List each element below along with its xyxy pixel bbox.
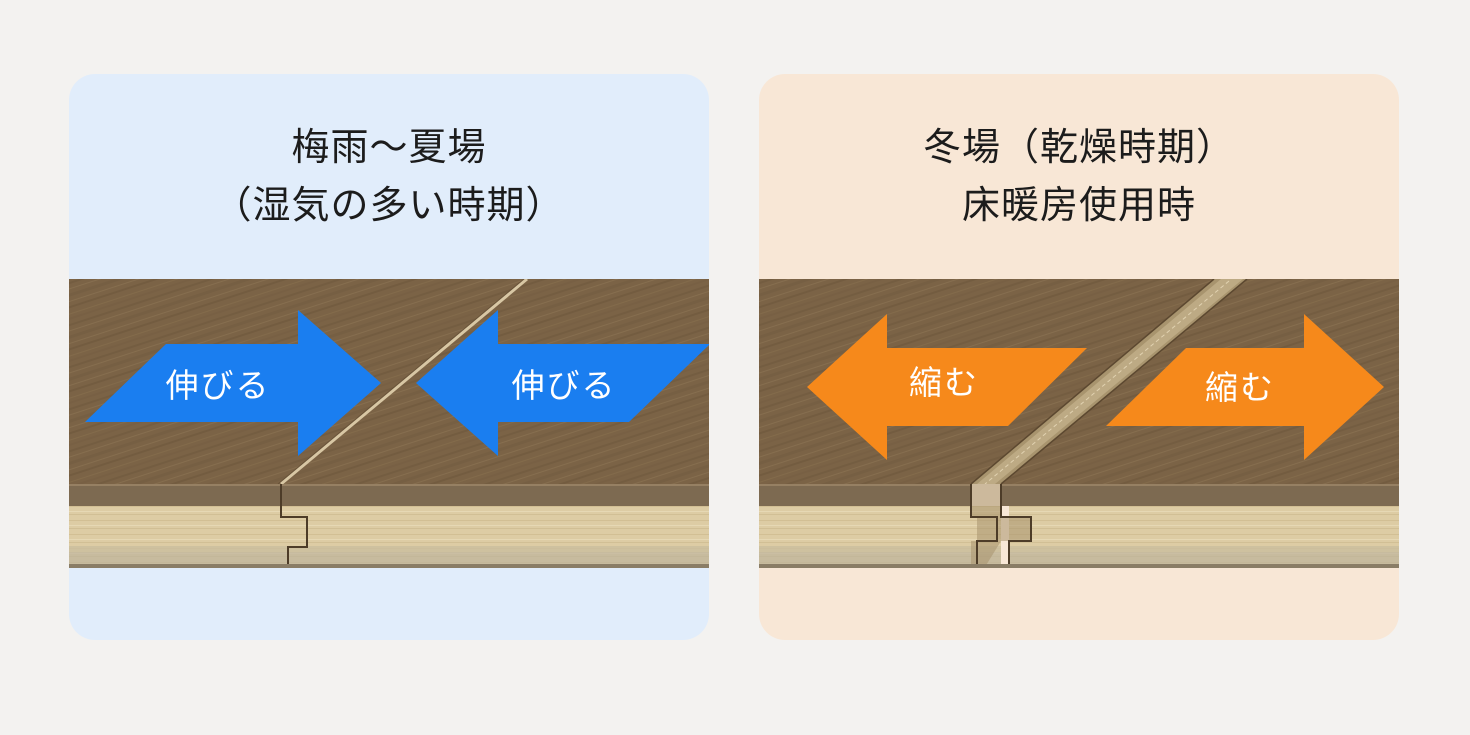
shrink-arrow-icon <box>807 314 1087 460</box>
dry-season-title: 冬場（乾燥時期） 床暖房使用時 <box>759 118 1399 234</box>
arrow-right-label: 縮む <box>1205 368 1275 407</box>
title-line-2: （湿気の多い時期） <box>213 183 565 227</box>
tongue-groove-joint <box>280 484 308 567</box>
board-seam <box>280 279 528 486</box>
shrink-arrow-icon <box>1106 314 1384 460</box>
humid-season-panel: 梅雨〜夏場 （湿気の多い時期） 伸びる 伸びる <box>69 74 709 640</box>
expand-arrow-icon <box>85 310 381 456</box>
title-line-2: 床暖房使用時 <box>961 183 1196 227</box>
arrow-left-label: 縮む <box>909 363 979 402</box>
humid-season-title: 梅雨〜夏場 （湿気の多い時期） <box>69 118 709 234</box>
left-joint-profile <box>970 484 998 567</box>
dry-season-panel: 冬場（乾燥時期） 床暖房使用時 縮む 縮む <box>759 74 1399 640</box>
right-joint-profile <box>1000 484 1032 567</box>
expand-arrow-icon <box>416 310 709 456</box>
expanded-floorboard-diagram <box>69 279 709 568</box>
arrow-right-label: 伸びる <box>511 366 617 405</box>
title-line-1: 梅雨〜夏場 <box>291 125 487 169</box>
title-line-1: 冬場（乾燥時期） <box>922 125 1235 169</box>
arrow-left-label: 伸びる <box>165 366 271 405</box>
